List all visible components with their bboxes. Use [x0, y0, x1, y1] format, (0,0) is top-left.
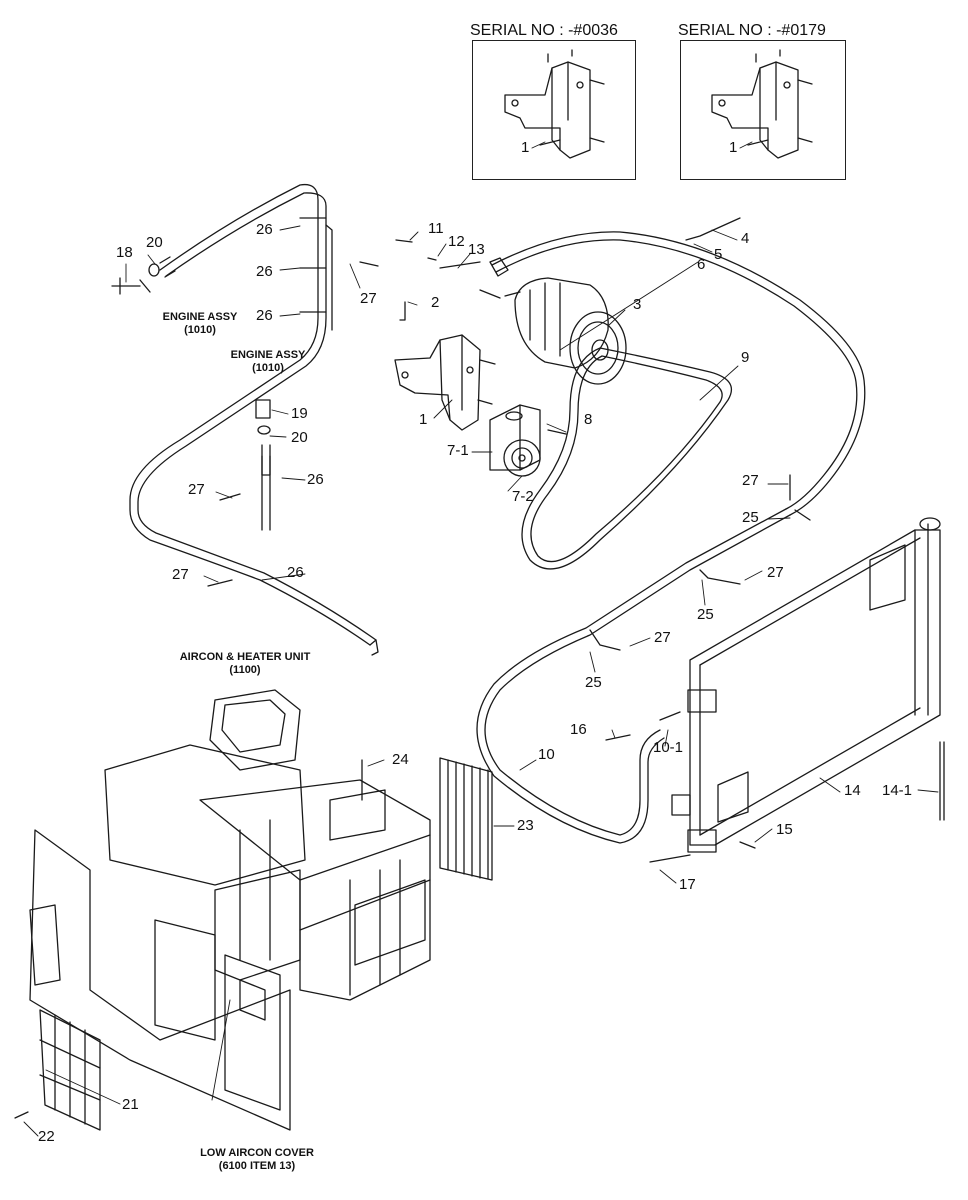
- bracket-variant-b-drawing: [711, 49, 813, 159]
- callout-25-line-mid: 25: [697, 606, 714, 623]
- leader-lines: [23, 141, 939, 1137]
- callout-15: 15: [776, 821, 793, 838]
- callout-27-hose: 27: [360, 290, 377, 307]
- tensioner-7-1: [489, 404, 541, 477]
- callout-22: 22: [38, 1128, 55, 1145]
- callout-23: 23: [517, 817, 534, 834]
- serial-box-0179-title: SERIAL NO : -#0179: [678, 22, 826, 39]
- callout-26-low: 26: [256, 307, 273, 324]
- callout-18: 18: [116, 244, 133, 261]
- caption-engine-assy-lower-line2: (1010): [252, 362, 284, 374]
- serial-box-0036: [472, 40, 636, 180]
- callout-5: 5: [714, 246, 723, 263]
- caption-engine-assy-upper: ENGINE ASSY (1010): [163, 311, 238, 337]
- caption-aircon-heater-unit-line1: AIRCON & HEATER UNIT: [179, 651, 311, 663]
- callout-14: 14: [844, 782, 861, 799]
- callout-16: 16: [570, 721, 587, 738]
- callout-6: 6: [697, 256, 706, 273]
- callout-14-1: 14-1: [882, 782, 913, 799]
- callout-10-1: 10-1: [653, 739, 684, 756]
- callout-26-heater-lower: 26: [287, 564, 304, 581]
- callout-10: 10: [538, 746, 555, 763]
- grille-21: [14, 1009, 101, 1131]
- caption-low-aircon-cover: LOW AIRCON COVER (6100 ITEM 13): [200, 1147, 314, 1173]
- callout-27-line-low: 27: [654, 629, 671, 646]
- caption-low-aircon-cover-line1: LOW AIRCON COVER: [200, 1147, 314, 1159]
- caption-engine-assy-upper-line2: (1010): [184, 324, 216, 336]
- low-aircon-cover: [29, 829, 291, 1131]
- callout-24: 24: [392, 751, 409, 768]
- callout-11: 11: [428, 220, 444, 237]
- callout-27-line-top: 27: [742, 472, 759, 489]
- callout-19: 19: [291, 405, 308, 422]
- callout-1-serial-0179: 1: [729, 139, 738, 156]
- callout-7-2: 7-2: [512, 488, 534, 505]
- air-filter-23: [439, 757, 493, 881]
- callout-2: 2: [431, 294, 440, 311]
- callout-8: 8: [584, 411, 593, 428]
- callout-25-line-top: 25: [742, 509, 759, 526]
- callout-13: 13: [468, 241, 485, 258]
- callout-12: 12: [448, 233, 465, 250]
- callout-3: 3: [633, 296, 642, 313]
- callout-20-upper: 20: [146, 234, 163, 251]
- aircon-heater-unit-1100: [104, 689, 431, 1001]
- bracket-1: [394, 334, 496, 431]
- caption-aircon-heater-unit: AIRCON & HEATER UNIT (1100): [180, 651, 311, 677]
- caption-engine-assy-lower-line1: ENGINE ASSY: [230, 349, 306, 361]
- callout-27-heater-upper: 27: [188, 481, 205, 498]
- caption-engine-assy-lower: ENGINE ASSY (1010): [231, 349, 306, 375]
- callout-7-1: 7-1: [447, 442, 469, 459]
- caption-low-aircon-cover-line2: (6100 ITEM 13): [218, 1160, 296, 1172]
- callout-26-top: 26: [256, 221, 273, 238]
- heater-hose-lines: [129, 183, 379, 656]
- callout-21: 21: [122, 1096, 139, 1113]
- callout-25-line-low: 25: [585, 674, 602, 691]
- refrigerant-hose-10: [476, 231, 866, 844]
- fittings: [111, 217, 811, 863]
- callout-9: 9: [741, 349, 750, 366]
- callout-20-lower: 20: [291, 429, 308, 446]
- callout-1-main: 1: [419, 411, 428, 428]
- callout-26-mid: 26: [256, 263, 273, 280]
- caption-aircon-heater-unit-line2: (1100): [229, 664, 261, 676]
- condenser-14: [671, 517, 945, 853]
- callout-1-serial-0036: 1: [521, 139, 530, 156]
- compressor-3: [489, 257, 627, 385]
- callout-27-heater-lower: 27: [172, 566, 189, 583]
- callout-4: 4: [741, 230, 750, 247]
- bracket-variant-a-drawing: [504, 49, 605, 159]
- serial-box-0179: [680, 40, 846, 180]
- caption-engine-assy-upper-line1: ENGINE ASSY: [162, 311, 238, 323]
- callout-27-line-mid: 27: [767, 564, 784, 581]
- callout-17: 17: [679, 876, 696, 893]
- drive-belt-9: [521, 347, 733, 570]
- callout-26-heater-upper: 26: [307, 471, 324, 488]
- serial-box-0036-title: SERIAL NO : -#0036: [470, 22, 618, 39]
